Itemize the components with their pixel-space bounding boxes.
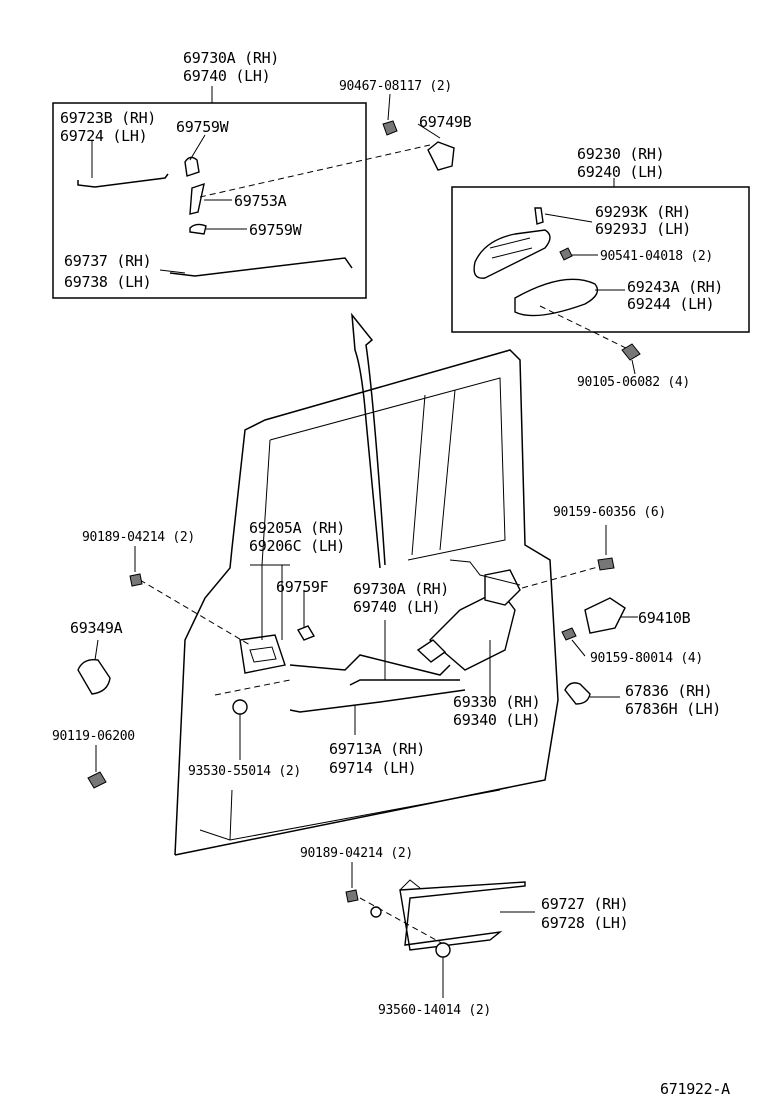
bolt-left-part xyxy=(87,771,107,789)
label-lock-screw: 90159-60356 (6) xyxy=(553,505,666,520)
inside-handle-part xyxy=(239,634,286,674)
label-bumper-lh: 67836H (LH) xyxy=(625,700,722,718)
label-clip-f: 69759F xyxy=(276,578,329,596)
screw-top-part xyxy=(382,120,398,136)
label-outside-handle-rh: 69230 (RH) xyxy=(577,145,665,163)
label-pad-rh: 69243A (RH) xyxy=(627,278,724,296)
label-screw-top: 90467-08117 (2) xyxy=(339,79,452,94)
label-bolt-left: 90119-06200 xyxy=(52,729,135,744)
label-grommet: 69749B xyxy=(419,113,472,131)
label-bracket-rh: 69727 (RH) xyxy=(541,895,629,913)
label-bumper-rh: 67836 (RH) xyxy=(625,682,713,700)
label-clip-bottom: 90189-04214 (2) xyxy=(300,846,413,861)
label-inside-handle-rh: 69205A (RH) xyxy=(249,519,346,537)
rod-long-part xyxy=(169,257,353,277)
label-rod-long-lh: 69738 (LH) xyxy=(64,273,152,291)
label-clip-lower: 69759W xyxy=(249,221,302,239)
label-washer-bottom: 93560-14014 (2) xyxy=(378,1003,491,1018)
label-link-lh: 69740 (LH) xyxy=(353,598,441,616)
rod-inside-part xyxy=(77,173,169,188)
upward-arrow xyxy=(351,312,386,569)
door-panel-outline xyxy=(174,349,559,856)
label-top-assembly-lh: 69740 (LH) xyxy=(183,67,271,85)
label-rod-lower-lh: 69714 (LH) xyxy=(329,759,417,777)
label-rod-inside-rh: 69723B (RH) xyxy=(60,109,157,127)
label-drawing-id: 671922-A xyxy=(660,1080,730,1098)
bumper-part xyxy=(564,682,591,705)
label-rod-long-rh: 69737 (RH) xyxy=(64,252,152,270)
grommet-part xyxy=(427,141,455,171)
washer-left-part xyxy=(232,699,248,715)
handle-screw-part xyxy=(559,247,573,261)
washer-bottom-part xyxy=(435,942,451,958)
label-pad-lh: 69244 (LH) xyxy=(627,295,715,313)
bracket-part xyxy=(399,881,526,951)
label-washer-left: 93530-55014 (2) xyxy=(188,764,301,779)
label-inside-handle-lh: 69206C (LH) xyxy=(249,537,346,555)
label-clip-left: 90189-04214 (2) xyxy=(82,530,195,545)
detail-box-outside-handle xyxy=(451,186,750,333)
rod-lower-part xyxy=(289,689,466,713)
label-top-assembly-rh: 69730A (RH) xyxy=(183,49,280,67)
cap-part xyxy=(77,659,111,695)
door-lock-part xyxy=(428,589,516,671)
label-cap: 69349A xyxy=(70,619,123,637)
handle-bolt-part xyxy=(621,343,641,361)
label-outside-handle-lh: 69240 (LH) xyxy=(577,163,665,181)
label-lever: 69753A xyxy=(234,192,287,210)
clip-bottom-part xyxy=(345,889,359,903)
clip-f-part xyxy=(296,625,316,641)
striker-part xyxy=(584,597,626,634)
outside-handle-part xyxy=(473,229,551,279)
label-striker-screw: 90159-80014 (4) xyxy=(590,651,703,666)
label-handle-bolt: 90105-06082 (4) xyxy=(577,375,690,390)
handle-clip-part xyxy=(534,207,544,225)
label-lock-rh: 69330 (RH) xyxy=(453,693,541,711)
label-clip-upper: 69759W xyxy=(176,118,229,136)
striker-screw-part xyxy=(561,627,577,641)
clip-lower-part xyxy=(189,223,207,235)
clip-upper-part xyxy=(184,156,200,177)
label-lock-lh: 69340 (LH) xyxy=(453,711,541,729)
label-handle-screw: 90541-04018 (2) xyxy=(600,249,713,264)
label-link-rh: 69730A (RH) xyxy=(353,580,450,598)
label-striker: 69410B xyxy=(638,609,691,627)
label-handle-clip-rh: 69293K (RH) xyxy=(595,203,692,221)
label-bracket-lh: 69728 (LH) xyxy=(541,914,629,932)
label-handle-clip-lh: 69293J (LH) xyxy=(595,220,692,238)
label-rod-inside-lh: 69724 (LH) xyxy=(60,127,148,145)
lever-part xyxy=(189,182,205,215)
clip-left-part xyxy=(129,573,143,587)
link-rod-part xyxy=(289,654,451,676)
pad-part xyxy=(514,278,599,317)
detail-box-rods xyxy=(52,102,367,299)
label-rod-lower-rh: 69713A (RH) xyxy=(329,740,426,758)
lock-screw-part xyxy=(597,557,615,571)
